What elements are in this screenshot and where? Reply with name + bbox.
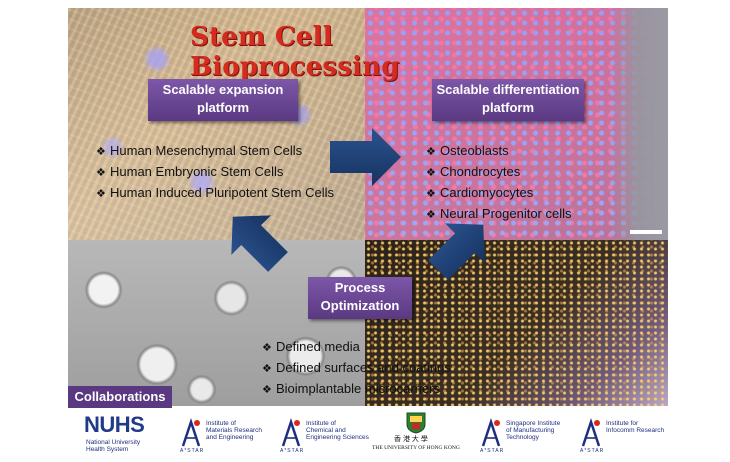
hku-chinese-name: 香 港 大 學 — [394, 436, 428, 443]
nuhs-wordmark: NUHS — [84, 412, 145, 437]
list-item: ❖Human Embryonic Stem Cells — [96, 162, 334, 183]
diamond-bullet-icon: ❖ — [426, 209, 436, 221]
logo-text-line: Materials Research — [206, 427, 262, 434]
i2r-logo: A*STAR Institute for Infocomm Research — [580, 412, 670, 456]
logo-text-line: Infocomm Research — [606, 427, 665, 434]
hku-logo: 香 港 大 學 THE UNIVERSITY OF HONG KONG — [372, 412, 468, 456]
astar-caption: A*STAR — [480, 448, 505, 454]
diamond-bullet-icon: ❖ — [96, 188, 106, 200]
astar-emblem-icon — [581, 418, 601, 447]
differentiation-platform-label: Scalable differentiation platform — [432, 79, 584, 121]
ices-logo: A*STAR Institute of Chemical and Enginee… — [280, 412, 369, 456]
logo-text-line: Institute of — [306, 420, 336, 427]
diamond-bullet-icon: ❖ — [96, 146, 106, 158]
list-item: ❖Osteoblasts — [426, 141, 572, 162]
astar-caption: A*STAR — [280, 448, 305, 454]
logo-text-line: and Engineering — [206, 434, 254, 441]
logo-text-line: Singapore Institute — [506, 420, 561, 427]
nuhs-subtitle-line: National University — [86, 439, 141, 446]
logo-text-line: of Manufacturing — [506, 427, 555, 434]
logo-text-line: Institute of — [206, 420, 236, 427]
logo-text-line: Chemical and — [306, 427, 346, 434]
list-item: ❖Neural Progenitor cells — [426, 204, 572, 225]
astar-caption: A*STAR — [180, 448, 205, 454]
expansion-cell-list: ❖Human Mesenchymal Stem Cells ❖Human Emb… — [96, 141, 334, 204]
astar-caption: A*STAR — [580, 448, 605, 454]
list-item: ❖Human Induced Pluripotent Stem Cells — [96, 183, 334, 204]
differentiation-cell-list: ❖Osteoblasts ❖Chondrocytes ❖Cardiomyocyt… — [426, 141, 572, 225]
diamond-bullet-icon: ❖ — [262, 363, 272, 375]
astar-emblem-icon — [281, 418, 301, 447]
logo-text-line: Institute for — [606, 420, 639, 427]
process-optimization-list: ❖Defined media ❖Defined surfaces and coa… — [262, 337, 451, 400]
imre-logo: A*STAR Institute of Materials Research a… — [180, 412, 264, 456]
list-item: ❖Bioimplantable microcarriers — [262, 379, 451, 400]
list-item: ❖Chondrocytes — [426, 162, 572, 183]
list-item: ❖Cardiomyocytes — [426, 183, 572, 204]
astar-emblem-icon — [181, 418, 201, 447]
tissue-edge — [610, 8, 668, 240]
arrow-right-icon — [330, 128, 401, 186]
cell-expansion-micrograph — [68, 8, 365, 240]
nuhs-subtitle-line: Health System — [86, 446, 129, 453]
nuhs-logo: NUHS National University Health System — [84, 412, 164, 456]
diamond-bullet-icon: ❖ — [262, 342, 272, 354]
tissue-section-image — [365, 240, 668, 406]
simtech-logo: A*STAR Singapore Institute of Manufactur… — [480, 412, 566, 456]
collaborations-label: Collaborations — [68, 386, 172, 408]
list-item: ❖Defined surfaces and coatings — [262, 358, 451, 379]
arrow-up-right-icon — [428, 223, 485, 280]
expansion-platform-label: Scalable expansion platform — [148, 79, 298, 121]
list-item: ❖Defined media — [262, 337, 451, 358]
process-optimization-label: Process Optimization — [308, 277, 412, 319]
micrograph-overlay — [68, 8, 365, 240]
list-item: ❖Human Mesenchymal Stem Cells — [96, 141, 334, 162]
logo-text-line: Engineering Sciences — [306, 434, 369, 441]
arrow-up-left-icon — [231, 215, 288, 272]
slide-title: Stem Cell Bioprocessing — [190, 22, 400, 82]
hku-english-name: THE UNIVERSITY OF HONG KONG — [372, 445, 460, 451]
diamond-bullet-icon: ❖ — [426, 188, 436, 200]
diamond-bullet-icon: ❖ — [262, 384, 272, 396]
scale-bar — [630, 230, 662, 234]
diamond-bullet-icon: ❖ — [96, 167, 106, 179]
diamond-bullet-icon: ❖ — [426, 167, 436, 179]
astar-emblem-icon — [481, 418, 501, 447]
logo-text-line: Technology — [506, 434, 539, 441]
microcarrier-sem-image — [68, 240, 365, 406]
hku-crest-icon — [406, 412, 426, 434]
diamond-bullet-icon: ❖ — [426, 146, 436, 158]
